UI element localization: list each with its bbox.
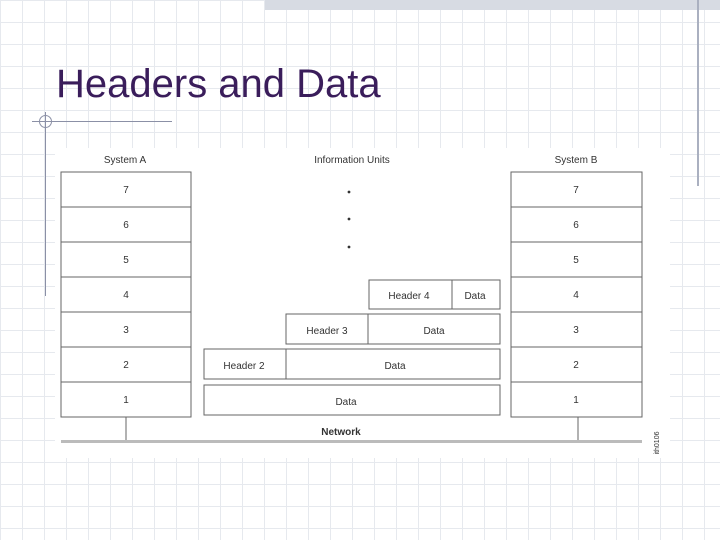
unit-layer-3 (285, 313, 501, 345)
unit-layer-2-box (203, 348, 501, 380)
unit-layer-3-data: Data (423, 326, 445, 337)
unit-layer-4 (368, 279, 501, 310)
network-bar (61, 440, 642, 443)
unit-layer-3-header: Header 3 (306, 326, 348, 337)
system-b-label: System B (555, 155, 598, 166)
system-b-layer-1-label: 1 (573, 395, 579, 406)
figure-id-label: ith0106 (654, 431, 661, 454)
system-b-layer-1 (510, 381, 643, 418)
unit-layer-1-box (203, 384, 501, 416)
system-a-layer-5-label: 5 (123, 255, 129, 266)
system-b-layer-7 (510, 171, 643, 208)
title-underline-decor (32, 121, 172, 122)
system-a-label: System A (104, 155, 147, 166)
system-b-layer-6-label: 6 (573, 220, 579, 231)
circle-decor-icon (39, 115, 52, 128)
unit-layer-2 (203, 348, 501, 380)
network-label: Network (321, 427, 361, 438)
right-decor-rule (697, 0, 699, 186)
unit-layer-2-header: Header 2 (223, 361, 265, 372)
system-a-layer-1-label: 1 (123, 395, 129, 406)
unit-layer-1 (203, 384, 501, 416)
unit-layer-4-box (368, 279, 501, 310)
system-b-layer-3 (510, 311, 643, 348)
unit-layer-2-data: Data (384, 361, 406, 372)
system-b-layer-2-label: 2 (573, 360, 579, 371)
system-a-layer-7 (60, 171, 192, 208)
system-b-layer-7-label: 7 (573, 185, 579, 196)
system-b-stack (510, 171, 643, 418)
ellipsis-dots (347, 190, 351, 249)
system-b-layer-5 (510, 241, 643, 278)
ellipsis-dot-3 (347, 245, 351, 249)
system-b-layer-5-label: 5 (573, 255, 579, 266)
system-b-layer-3-label: 3 (573, 325, 579, 336)
system-a-layer-7-label: 7 (123, 185, 129, 196)
network: Network (61, 417, 642, 443)
system-a-layer-4-label: 4 (123, 290, 129, 301)
ellipsis-dot-2 (347, 217, 351, 221)
left-vertical-decor (45, 112, 46, 296)
system-a-layer-6 (60, 206, 192, 243)
system-a-layer-2 (60, 346, 192, 383)
system-b-layer-6 (510, 206, 643, 243)
system-a-layer-3-label: 3 (123, 325, 129, 336)
slide-title: Headers and Data (56, 62, 381, 106)
top-decor-band (265, 0, 720, 10)
system-a-layer-4 (60, 276, 192, 313)
unit-layer-1-data: Data (335, 397, 357, 408)
system-a-layer-6-label: 6 (123, 220, 129, 231)
unit-layer-4-data: Data (464, 291, 486, 302)
unit-layer-3-box (285, 313, 501, 345)
system-a-layer-2-label: 2 (123, 360, 129, 371)
information-units-label: Information Units (314, 155, 390, 166)
unit-layer-4-header: Header 4 (388, 291, 430, 302)
system-b-layer-4-label: 4 (573, 290, 579, 301)
system-a-stack (60, 171, 192, 418)
ellipsis-dot-1 (347, 190, 351, 194)
